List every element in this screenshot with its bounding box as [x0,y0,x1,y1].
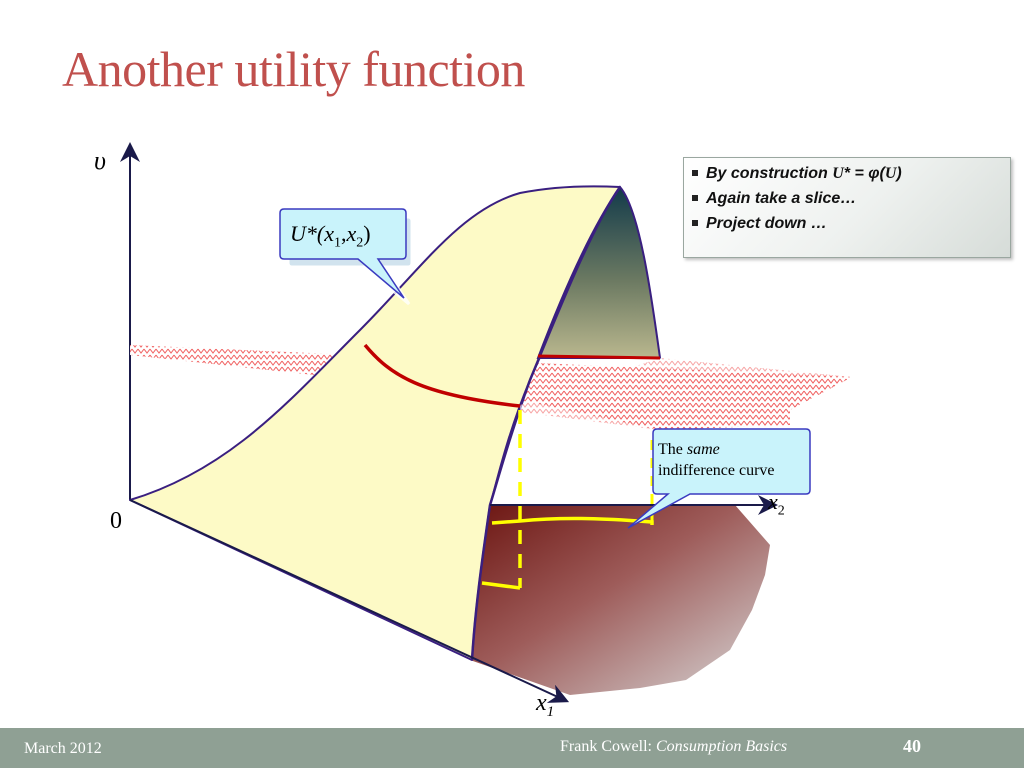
footer-course: Consumption Basics [656,738,788,755]
surface-callout [279,208,414,306]
callout-u-star: U*( [290,221,325,246]
bullet-icon [692,170,698,176]
callout2-text-before: The [658,441,687,458]
callout-x2: x [346,221,357,246]
callout-x2-sub: 2 [356,235,364,251]
indifference-callout [627,428,811,529]
info-math-rest: * = φ( [843,165,885,182]
callout-x1-sub: 1 [333,235,341,251]
slice-curve-left [363,343,521,408]
callout2-text-after: indifference curve [658,462,775,479]
utility-surface-diagram [120,142,852,703]
bullet-icon [692,195,698,201]
info-math-u2: U [884,165,897,182]
info-line-3-text: Project down … [706,215,827,232]
x1-axis-var: x [536,690,547,716]
footer-page-number: 40 [903,736,921,756]
vertical-axis-label: υ [94,146,106,175]
bullet-icon [692,220,698,226]
x2-axis-var: x [768,489,778,514]
callout-comma: , [340,221,347,246]
surface-callout-label: U*(x1,x2) [290,221,371,251]
slide-footer: March 2012 Frank Cowell: Consumption Bas… [0,728,1024,768]
x2-axis-subscript: 2 [777,503,785,519]
info-line-2-text: Again take a slice… [706,190,857,207]
slice-curve-right [537,354,661,360]
footer-author-name: Frank Cowell: [560,738,656,755]
callout-close: ) [363,221,371,246]
footer-date: March 2012 [24,740,102,757]
callout-x1: x [324,221,334,246]
x1-axis-subscript: 1 [546,703,555,720]
projected-indifference-tail [481,581,521,590]
info-line-3: Project down … [692,214,1002,234]
callout2-emphasis: same [686,441,720,458]
surface-ridge-outline [470,186,622,661]
info-line-2: Again take a slice… [692,189,1002,209]
info-math-u: U [832,165,844,182]
info-line-1: By construction U* = φ(U) [692,164,1002,184]
info-math-close: ) [896,165,902,182]
slide-title: Another utility function [62,41,525,97]
footer-author: Frank Cowell: Consumption Basics [560,738,787,756]
projection-shadow [470,505,770,695]
x1-axis [129,499,570,703]
slice-plane-front [520,358,852,430]
x2-axis-label: x2 [768,489,785,519]
info-line-1-text: By construction [706,165,833,182]
x1-axis-label: x1 [536,690,554,721]
origin-label: 0 [110,508,122,534]
projected-indifference-curve [491,516,654,525]
indifference-callout-label: The same indifference curve [658,439,806,481]
info-box: By construction U* = φ(U) Again take a s… [683,157,1011,258]
